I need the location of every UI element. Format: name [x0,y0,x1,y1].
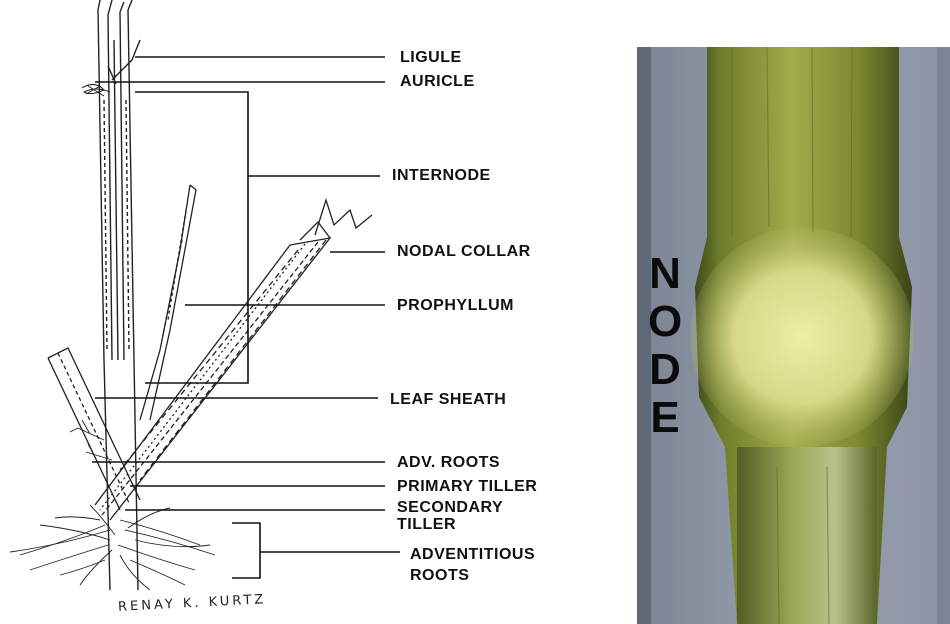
node-letter: E [648,394,682,442]
node-photo: N O D E [637,47,950,624]
label-adv-roots: ADV. ROOTS [397,453,500,472]
label-adventitious-roots-line2: ROOTS [410,566,469,585]
rice-plant-diagram [0,0,620,624]
label-primary-tiller: PRIMARY TILLER [397,477,537,496]
label-auricle: AURICLE [400,72,475,91]
node-vertical-label: N O D E [648,250,682,442]
label-ligule: LIGULE [400,48,462,67]
pointer-lines [92,57,400,578]
label-leaf-sheath: LEAF SHEATH [390,390,506,409]
node-letter: D [648,346,682,394]
label-adventitious-roots-line1: ADVENTITIOUS [410,545,535,564]
prophyllum-leaf [140,185,196,420]
label-prophyllum: PROPHYLLUM [397,296,514,315]
node-letter: N [648,250,682,298]
node-letter: O [648,298,682,346]
main-culm [98,0,140,590]
label-internode: INTERNODE [392,166,491,185]
primary-tiller [95,200,372,520]
node-photo-image [637,47,950,624]
label-secondary-tiller-line2: TILLER [397,515,456,534]
auricle-mark [82,84,110,96]
adventitious-roots-bracket [232,523,260,578]
label-nodal-collar: NODAL COLLAR [397,242,531,261]
secondary-tiller [48,348,140,510]
